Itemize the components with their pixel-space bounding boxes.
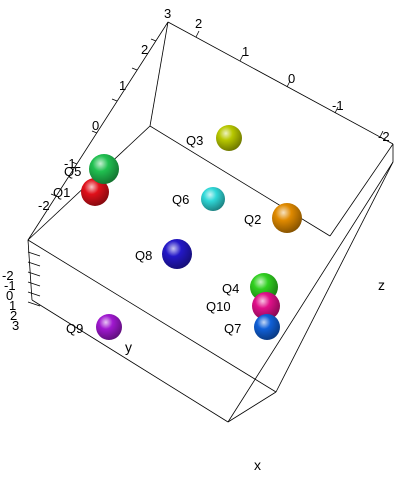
box-edge [27, 239, 33, 301]
side-tick-label: -1 [4, 278, 16, 293]
box-edge [27, 21, 169, 241]
tick-mark [379, 130, 384, 138]
y-tick-label: 0 [92, 118, 99, 133]
point-label: Q7 [224, 321, 241, 336]
side-ticks: -2 -1 0 1 2 3 [2, 251, 41, 333]
point-label: Q8 [135, 248, 152, 263]
y-axis-label: y [125, 339, 132, 355]
z-tick-label: 2 [195, 16, 202, 31]
point-sphere [201, 187, 225, 211]
box-edge [167, 21, 394, 145]
left-ticks: 3 2 1 0 -1 -2 [38, 6, 171, 213]
point-sphere [216, 125, 242, 151]
side-tick-label: 2 [10, 308, 17, 323]
box-edge [227, 161, 394, 423]
tick-mark [27, 291, 41, 297]
point-label: Q9 [66, 321, 83, 336]
tick-mark [71, 161, 78, 165]
point-label: Q5 [64, 164, 81, 179]
box-edge [31, 299, 229, 423]
tick-mark [239, 54, 244, 62]
tick-mark [27, 271, 41, 277]
z-tick-label-top: 3 [164, 6, 171, 21]
box-edge [149, 21, 169, 127]
side-tick-label: -2 [2, 268, 14, 283]
side-tick-label: 1 [9, 298, 16, 313]
side-tick-label: 3 [12, 318, 19, 333]
z-tick-label: 0 [288, 71, 295, 86]
point-label: Q10 [206, 299, 231, 314]
box-edge [27, 239, 277, 393]
point-sphere [89, 154, 119, 184]
z-tick-label: 1 [242, 44, 249, 59]
tick-mark [91, 130, 98, 134]
tick-mark [50, 193, 57, 197]
tick-mark [286, 80, 291, 88]
box-edges [27, 21, 394, 423]
tick-mark [150, 38, 157, 42]
tick-mark [195, 30, 200, 38]
y-tick-label: 2 [141, 42, 148, 57]
x-axis-label: x [254, 457, 261, 473]
tick-mark [27, 251, 41, 257]
point-sphere [272, 203, 302, 233]
point-label: Q6 [172, 192, 189, 207]
tick-mark [27, 281, 41, 287]
box-edge [329, 143, 394, 237]
side-tick-label: 0 [6, 288, 13, 303]
point-sphere [252, 292, 280, 320]
z-tick-label: -1 [332, 98, 344, 113]
point-label: Q4 [222, 281, 239, 296]
tick-mark [111, 98, 118, 102]
point-sphere [254, 314, 280, 340]
point-sphere [81, 178, 109, 206]
point-label: Q2 [244, 212, 261, 227]
tick-mark [334, 106, 339, 114]
point-label: Q1 [53, 185, 70, 200]
tick-mark [131, 67, 138, 71]
y-tick-label: -1 [64, 156, 76, 171]
point-sphere [96, 314, 122, 340]
z-axis-label: z [378, 277, 385, 293]
y-tick-label: 1 [119, 78, 126, 93]
point-sphere [162, 239, 192, 269]
box-edge [227, 391, 277, 423]
box-edge [275, 161, 394, 393]
tick-mark [27, 261, 41, 267]
point-label: Q3 [186, 133, 203, 148]
y-tick-label: -2 [38, 198, 50, 213]
tick-mark [27, 301, 41, 307]
top-ticks: 2 1 0 -1 -2 [195, 16, 390, 144]
z-tick-label: -2 [378, 129, 390, 144]
